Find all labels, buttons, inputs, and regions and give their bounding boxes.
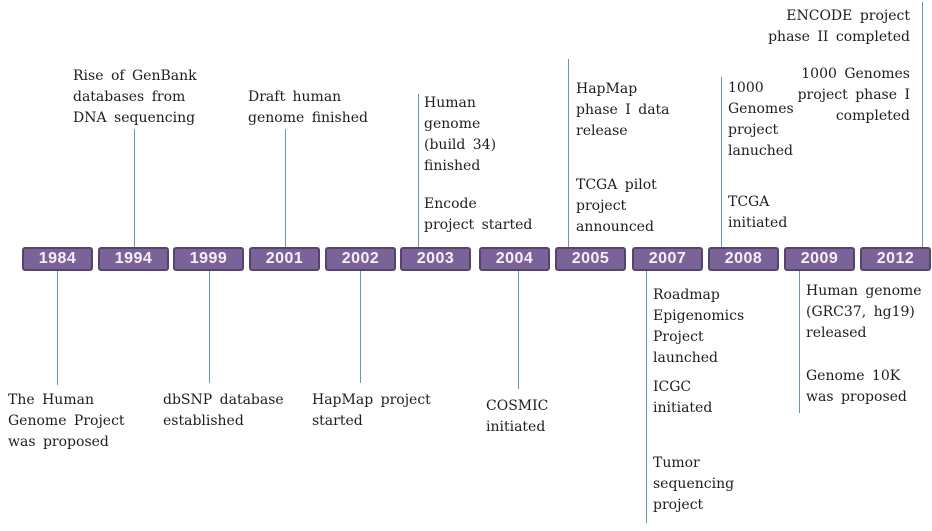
- note-line: Roadmap: [653, 287, 720, 303]
- note-below-2002: HapMap project started: [312, 390, 431, 432]
- connector-below-2009: [799, 271, 800, 413]
- note-line: was proposed: [806, 389, 907, 405]
- note-above-2012-part1: ENCODE project phase II completed: [768, 6, 910, 48]
- note-line: Tumor: [653, 455, 700, 471]
- year-box-1994: 1994: [98, 247, 169, 271]
- note-line: HapMap: [576, 81, 638, 97]
- note-line: Human genome: [806, 283, 922, 299]
- year-box-2005: 2005: [555, 247, 626, 271]
- note-below-2007-part2: ICGC initiated: [653, 377, 712, 419]
- note-line: initiated: [486, 419, 546, 435]
- note-line: COSMIC: [486, 398, 549, 414]
- note-line: was proposed: [8, 434, 109, 450]
- note-line: initiated: [728, 215, 788, 231]
- note-above-2008-part1: 1000 Genomes project lanuched: [728, 78, 794, 162]
- connector-above-2003: [418, 94, 419, 247]
- connector-below-1999: [209, 271, 210, 383]
- year-box-2003: 2003: [400, 247, 471, 271]
- note-line: established: [163, 413, 244, 429]
- connector-below-2002: [360, 271, 361, 383]
- connector-above-2008: [721, 77, 722, 247]
- note-line: project phase I: [797, 87, 910, 103]
- note-below-1984: The Human Genome Project was proposed: [8, 390, 125, 453]
- note-line: launched: [653, 350, 718, 366]
- note-below-2009-part2: Genome 10K was proposed: [806, 366, 907, 408]
- year-box-2004: 2004: [479, 247, 550, 271]
- note-line: announced: [576, 219, 654, 235]
- connector-above-2005: [568, 59, 569, 247]
- note-line: Human: [424, 95, 476, 111]
- note-line: Draft human: [248, 89, 342, 105]
- connector-below-1984: [57, 271, 58, 385]
- note-above-2003-part2: Encode project started: [424, 194, 532, 236]
- note-line: 1000 Genomes: [801, 66, 910, 82]
- note-line: Epigenomics: [653, 308, 745, 324]
- year-box-2007: 2007: [632, 247, 703, 271]
- note-line: Rise of GenBank: [73, 68, 197, 84]
- note-line: ENCODE project: [786, 8, 910, 24]
- connector-below-2004: [518, 271, 519, 389]
- note-line: databases from: [73, 89, 186, 105]
- note-line: ICGC: [653, 379, 692, 395]
- note-line: (build 34): [424, 137, 497, 153]
- note-above-2008-part2: TCGA initiated: [728, 192, 787, 234]
- note-line: genome finished: [248, 110, 368, 126]
- note-above-2001: Draft human genome finished: [248, 87, 368, 129]
- year-box-1999: 1999: [173, 247, 244, 271]
- connector-above-1994: [134, 129, 135, 247]
- note-line: project started: [424, 217, 533, 233]
- note-line: TCGA pilot: [576, 177, 657, 193]
- note-line: project: [576, 198, 627, 214]
- note-line: sequencing: [653, 476, 735, 492]
- note-above-2003-part1: Human genome (build 34) finished: [424, 93, 496, 177]
- note-above-1994: Rise of GenBank databases from DNA seque…: [73, 66, 197, 129]
- note-line: The Human: [8, 392, 94, 408]
- connector-above-2001: [285, 129, 286, 247]
- note-above-2005-part1: HapMap phase I data release: [576, 79, 670, 142]
- note-line: phase I data: [576, 102, 670, 118]
- note-above-2012-part2: 1000 Genomes project phase I completed: [798, 64, 910, 127]
- note-line: project: [728, 122, 779, 138]
- note-line: (GRC37, hg19): [806, 304, 915, 320]
- note-line: phase II completed: [768, 29, 910, 45]
- note-line: released: [806, 325, 867, 341]
- year-box-2001: 2001: [249, 247, 320, 271]
- year-box-2009: 2009: [784, 247, 855, 271]
- year-box-2002: 2002: [325, 247, 396, 271]
- note-line: DNA sequencing: [73, 110, 196, 126]
- note-line: started: [312, 413, 363, 429]
- note-line: dbSNP database: [163, 392, 284, 408]
- note-below-2004: COSMIC initiated: [486, 396, 548, 438]
- note-line: genome: [424, 116, 481, 132]
- note-line: finished: [424, 158, 481, 174]
- note-line: Project: [653, 329, 704, 345]
- note-above-2005-part2: TCGA pilot project announced: [576, 175, 657, 238]
- connector-below-2007: [646, 271, 647, 523]
- note-line: Genome Project: [8, 413, 125, 429]
- note-line: Genomes: [728, 101, 794, 117]
- year-box-2008: 2008: [708, 247, 779, 271]
- note-below-2007-part1: Roadmap Epigenomics Project launched: [653, 285, 744, 369]
- note-line: completed: [835, 108, 910, 124]
- note-line: lanuched: [728, 143, 793, 159]
- note-line: TCGA: [728, 194, 770, 210]
- year-box-1984: 1984: [22, 247, 93, 271]
- note-line: HapMap project: [312, 392, 431, 408]
- note-below-1999: dbSNP database established: [163, 390, 284, 432]
- note-line: 1000: [728, 80, 764, 96]
- note-line: Encode: [424, 196, 477, 212]
- year-box-2012: 2012: [860, 247, 931, 271]
- connector-above-2012: [922, 2, 923, 247]
- note-line: Genome 10K: [806, 368, 901, 384]
- note-line: project: [653, 497, 704, 513]
- note-line: release: [576, 123, 628, 139]
- note-below-2009-part1: Human genome (GRC37, hg19) released: [806, 281, 922, 344]
- note-below-2007-part3: Tumor sequencing project: [653, 453, 734, 516]
- note-line: initiated: [653, 400, 713, 416]
